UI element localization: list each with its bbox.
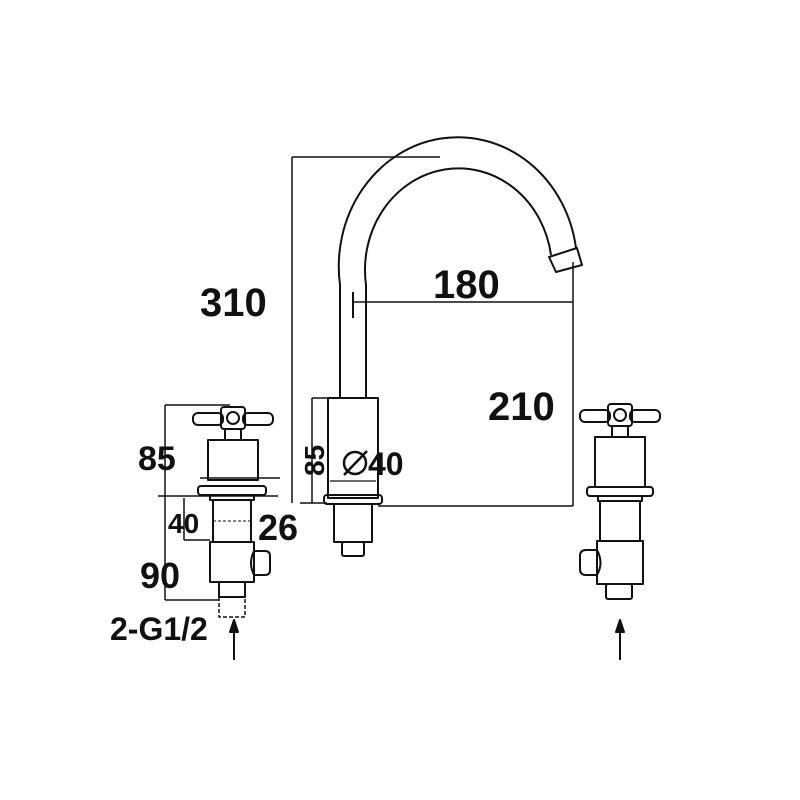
label-below-deck: 90 <box>140 555 180 596</box>
label-inlet-thread: 2-G1/2 <box>110 611 208 647</box>
left-valve <box>192 406 280 618</box>
label-base-height: 85 <box>299 445 330 476</box>
label-total-height: 310 <box>200 281 267 325</box>
diameter-symbol <box>342 450 368 476</box>
spout <box>337 136 583 398</box>
right-valve <box>579 403 661 600</box>
label-base-diameter: 40 <box>368 446 404 482</box>
label-spout-reach: 180 <box>433 263 500 307</box>
label-stem-diameter: 26 <box>258 507 298 548</box>
label-spout-clearance: 210 <box>488 385 555 429</box>
inlet-arrow-left <box>229 619 239 660</box>
inlet-arrow-right <box>615 619 625 660</box>
left-dimension-lines <box>158 404 278 601</box>
label-valve-width: 40 <box>168 508 199 539</box>
label-handle-height: 85 <box>138 440 176 478</box>
dimension-line-180 <box>352 262 574 506</box>
dimension-line-310 <box>291 156 440 503</box>
center-base <box>300 397 383 557</box>
